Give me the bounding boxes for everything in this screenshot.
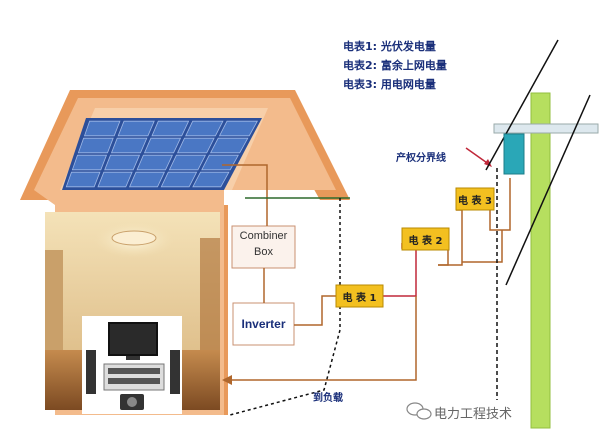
- to-load-arrow: [222, 375, 232, 385]
- meter-1: [335, 284, 384, 308]
- solar-cell: [110, 137, 148, 154]
- solar-cell: [65, 171, 101, 188]
- to-load-label: 到负载: [313, 393, 343, 404]
- home-theater: [82, 316, 182, 414]
- legend-meter-3: 电表3: 用电网电量: [343, 78, 436, 91]
- solar-cell: [104, 154, 141, 171]
- solar-cell: [201, 154, 239, 171]
- solar-cell: [83, 120, 121, 137]
- meter-2: [401, 227, 450, 251]
- solar-cell: [136, 154, 174, 171]
- solar-cell: [168, 154, 207, 171]
- legend-meter-1: 电表1: 光伏发电量: [343, 40, 436, 53]
- solar-cell: [71, 154, 108, 171]
- inverter-box: [232, 302, 295, 346]
- solar-cell: [176, 137, 215, 154]
- solar-cell: [151, 120, 190, 137]
- combiner-box: [231, 225, 296, 269]
- meter-3: [455, 187, 495, 211]
- wechat-icon: [406, 402, 432, 420]
- solar-cell: [128, 171, 166, 188]
- utility-pole: [485, 39, 599, 429]
- solar-cell: [218, 120, 258, 137]
- watermark-text: 电力工程技术: [434, 407, 513, 422]
- solar-cell: [160, 171, 198, 188]
- solar-cell: [77, 137, 114, 154]
- solar-cell: [185, 120, 224, 137]
- legend-meter-2: 电表2: 富余上网电量: [343, 59, 447, 72]
- solar-cell: [117, 120, 155, 137]
- meter-3-label: 电 表 3: [458, 196, 492, 207]
- combiner-box-label-2: Box: [254, 246, 273, 258]
- meter-1-label: 电 表 1: [342, 293, 377, 304]
- solar-panel: [62, 118, 262, 190]
- boundary-line-label: 产权分界线: [396, 153, 446, 164]
- solar-cell: [192, 171, 230, 188]
- meter-2-label: 电 表 2: [408, 236, 443, 247]
- grid-meter: [503, 133, 525, 175]
- solar-cell: [97, 171, 133, 188]
- combiner-box-label-1: Combiner: [239, 230, 288, 242]
- inverter-label: Inverter: [241, 317, 286, 331]
- boundary-arrow: [465, 147, 492, 167]
- solar-cell: [209, 137, 249, 154]
- solar-cell: [143, 137, 182, 154]
